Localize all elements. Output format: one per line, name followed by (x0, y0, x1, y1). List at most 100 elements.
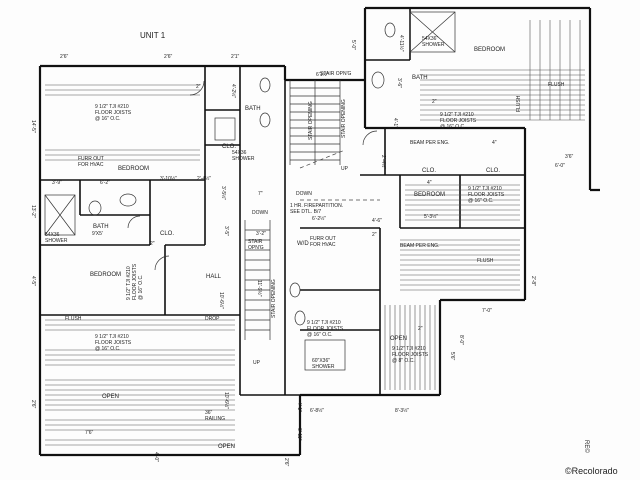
dim-15: 3'-10½" (160, 175, 177, 182)
dim-32: 7'6" (85, 430, 94, 436)
dim-36: 14'-5" (30, 120, 36, 133)
num-2c: 2" (150, 241, 155, 247)
toilet-icon (259, 112, 271, 128)
toilet-icon (289, 282, 301, 298)
toilet-icon (259, 77, 271, 93)
num-4b: 4" (427, 180, 432, 186)
dim-27: 5'6" (449, 352, 455, 361)
dim-28: 4'-1" (296, 402, 302, 412)
dim-30: 8'-3½" (395, 407, 409, 414)
room-shower-bottom: 60"X36"SHOWER (312, 358, 335, 370)
dim-24: 10'-6½" (218, 292, 225, 309)
note-stair-opening-1: STAIR OPENING (308, 101, 314, 140)
note-up-2: UP (253, 360, 261, 366)
walls (38, 6, 600, 457)
dim-29: 6'-8½" (310, 407, 324, 414)
toilet-icon (88, 200, 102, 216)
dim-17: 3'-5½" (220, 186, 227, 200)
dim-33: 2'6" (30, 400, 36, 409)
dim-37: 13'-2" (30, 205, 36, 218)
dim-5: 5'-0" (350, 40, 356, 50)
note-railing: 36"RAILING (205, 410, 225, 422)
dim-1: 2'6" (60, 54, 69, 60)
side-mark: RE© (583, 440, 590, 453)
dim-9: 4'-1" (392, 118, 398, 128)
room-bath-left-size: 9'X5' (92, 231, 103, 237)
dim-22: 3'-5" (223, 226, 229, 236)
dim-19: 4'-6" (372, 218, 382, 224)
room-clo-center: CLO. (222, 144, 236, 150)
num-4a: 4" (492, 140, 497, 146)
note-open-1: OPEN (102, 394, 119, 400)
dim-11: 3'6" (565, 154, 574, 160)
plan-title: UNIT 1 (140, 31, 166, 40)
dim-38: 4'-5" (30, 276, 36, 286)
watermark: ©Recolorado (565, 466, 618, 476)
note-flush-2: FLUSH (477, 258, 494, 264)
labels: UNIT 1 ©Recolorado RE© BEDROOM BEDROOM B… (45, 31, 618, 476)
room-bedroom-mid-right: BEDROOM (414, 192, 445, 198)
dim-6: 4'-11½" (398, 35, 405, 52)
dim-14: 6'-2" (100, 180, 110, 186)
dim-35: 2'6" (283, 458, 289, 467)
toilet-icon (384, 22, 396, 38)
dim-34: 4'-0" (153, 452, 159, 462)
shower-top-right-outline (409, 11, 456, 53)
shower-bottom-outline (304, 339, 346, 371)
door-swings (127, 80, 378, 271)
note-joists-mid-left: 9 1/2" TJI #210FLOOR JOISTS@ 16" O.C. (126, 263, 144, 300)
shower-left-outline (44, 194, 76, 236)
dim-8: 3'-6" (396, 78, 402, 88)
dim-40: 2'-8" (530, 276, 536, 286)
stairs (244, 80, 380, 340)
dim-10: 2'-4½" (380, 155, 387, 169)
note-stair-opening-3: STAIR OPENING (271, 279, 277, 318)
room-shower-top-right: 54X36"SHOWER (422, 36, 445, 48)
room-bath-top-right: BATH (412, 75, 428, 81)
num-7: 7" (258, 191, 263, 197)
room-clo-right-2: CLO. (486, 168, 500, 174)
sink-icon (119, 193, 137, 207)
dim-23: 11'-9½" (256, 280, 263, 297)
num-2b: 2" (432, 99, 437, 105)
dim-20: 5'-3½" (424, 213, 438, 220)
note-flush-3: FLUSH (65, 316, 82, 322)
room-bath-top: BATH (245, 106, 261, 112)
note-drop: DROP (205, 316, 220, 322)
note-open-2: OPEN (218, 444, 235, 450)
room-wd: W/D (297, 241, 309, 247)
dim-26: 8'-0" (458, 335, 464, 345)
note-down-2: DOWN (252, 210, 268, 216)
num-2e: 2" (418, 326, 423, 332)
room-bedroom-lower-left: BEDROOM (90, 272, 121, 278)
room-bath-left: BATH (93, 224, 109, 230)
dim-16: 2'-4½" (197, 175, 211, 182)
dim-4: 6'1½" (316, 71, 329, 78)
note-open-3: OPEN (390, 336, 407, 342)
room-clo-right-1: CLO. (422, 168, 436, 174)
dim-31: 3'-11" (296, 428, 302, 441)
room-hall: HALL (206, 274, 222, 280)
note-down-1: DOWN (296, 191, 312, 197)
dim-7: 4'-2½" (230, 84, 237, 98)
joist-hatching (45, 20, 585, 446)
sink-icon (294, 310, 306, 326)
note-beam-2: BEAM PER ENG. (400, 243, 439, 249)
dim-39: 10'-6½" (223, 392, 230, 409)
dimensions: 2'6" 2'6" 2'1" 6'1½" 5'-0" 4'-11½" 4'-2½… (30, 35, 574, 467)
dim-18: 6'-2½" (312, 215, 326, 222)
note-flush-4: FLUSH (516, 95, 522, 112)
dim-3: 2'1" (231, 54, 240, 60)
